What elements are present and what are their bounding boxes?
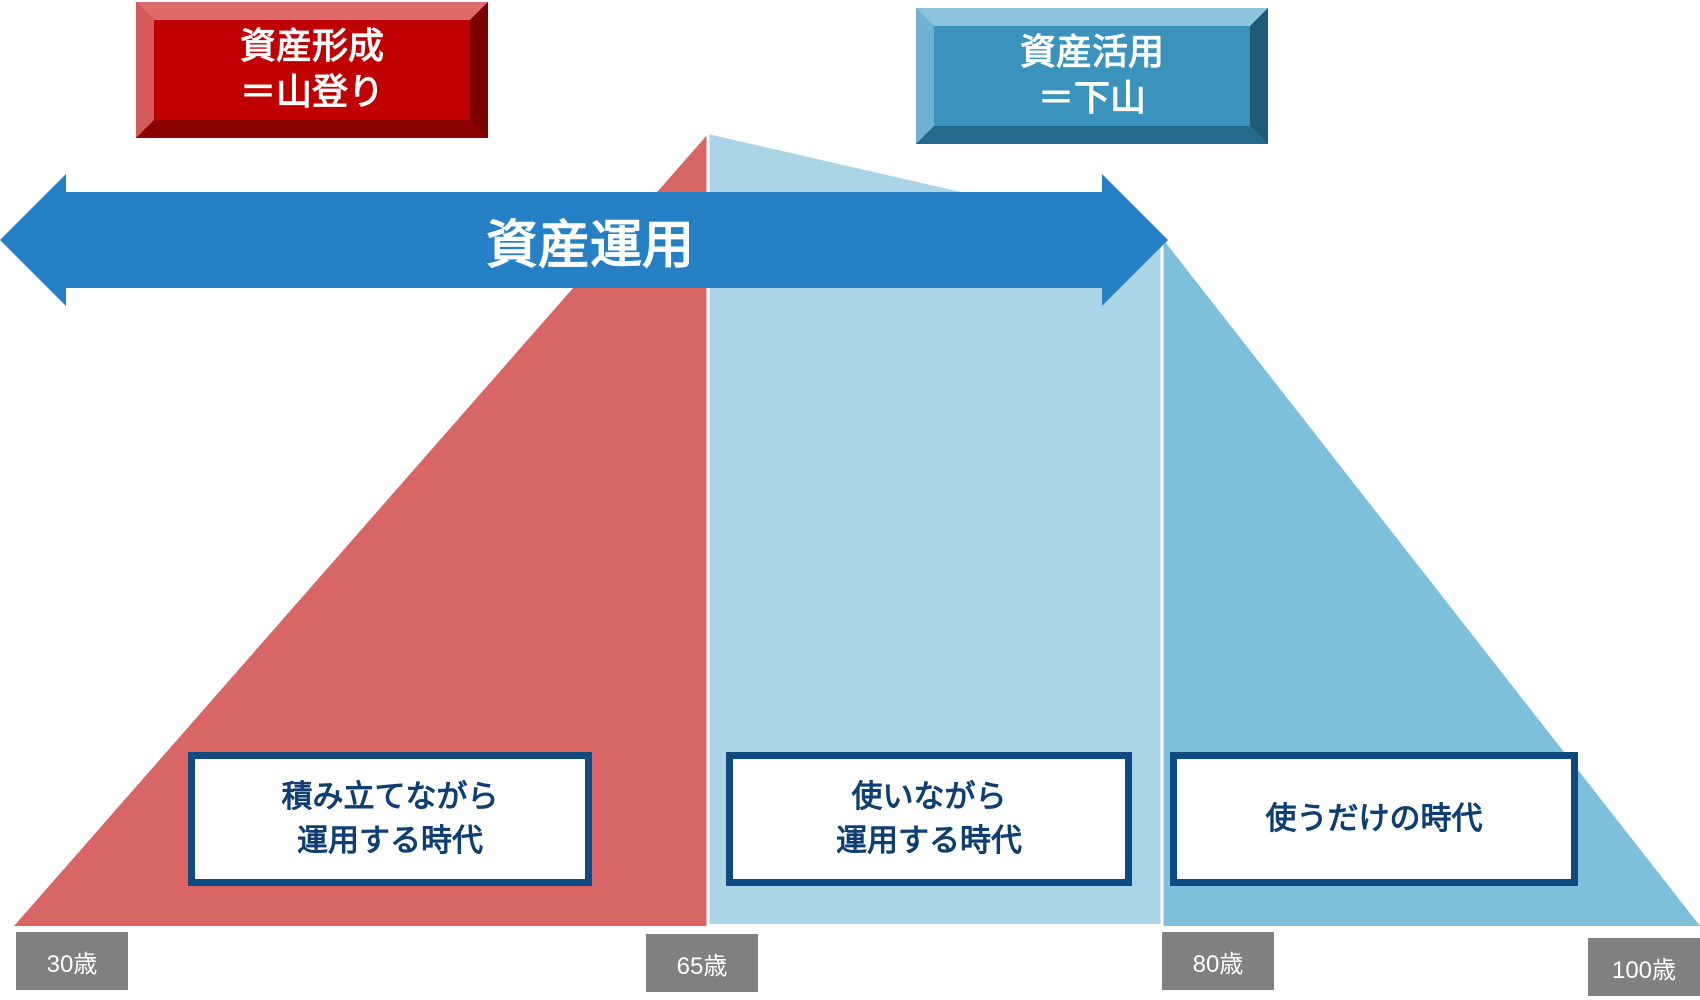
age-tag-100: 100歳 xyxy=(1588,938,1700,996)
age-tag-65: 65歳 xyxy=(646,934,758,992)
formation-label: 資産形成 ＝山登り xyxy=(154,20,470,120)
asset-management-arrow-label: 資産運用 xyxy=(485,215,694,276)
double-arrow-shape xyxy=(0,174,1168,306)
phase-box-accumulate-line1: 積み立てながら xyxy=(281,779,499,815)
utilization-label: 資産活用 ＝下山 xyxy=(934,26,1250,126)
phase-box-accumulate: 積み立てながら 運用する時代 xyxy=(188,752,592,886)
plateau-shape xyxy=(708,134,1162,924)
utilization-bevel-box xyxy=(916,8,1268,144)
utilization-label-line1: 資産活用 xyxy=(1019,32,1164,73)
formation-bevel-box xyxy=(136,2,488,138)
phase-box-use-and-invest: 使いながら 運用する時代 xyxy=(726,752,1132,886)
age-tag-30: 30歳 xyxy=(16,932,128,990)
utilization-label-line2: ＝下山 xyxy=(1037,78,1146,119)
formation-label-line1: 資産形成 xyxy=(239,26,384,67)
phase-box-accumulate-line2: 運用する時代 xyxy=(297,823,483,859)
phase-box-use-only: 使うだけの時代 xyxy=(1170,752,1578,886)
phase-box-use-and-invest-line1: 使いながら xyxy=(851,779,1007,815)
age-tag-80: 80歳 xyxy=(1162,932,1274,990)
phase-box-use-only-line1: 使うだけの時代 xyxy=(1265,801,1483,837)
formation-label-line2: ＝山登り xyxy=(239,72,384,113)
phase-box-use-and-invest-line2: 運用する時代 xyxy=(836,823,1022,859)
formation-ascent-shape xyxy=(14,134,708,926)
